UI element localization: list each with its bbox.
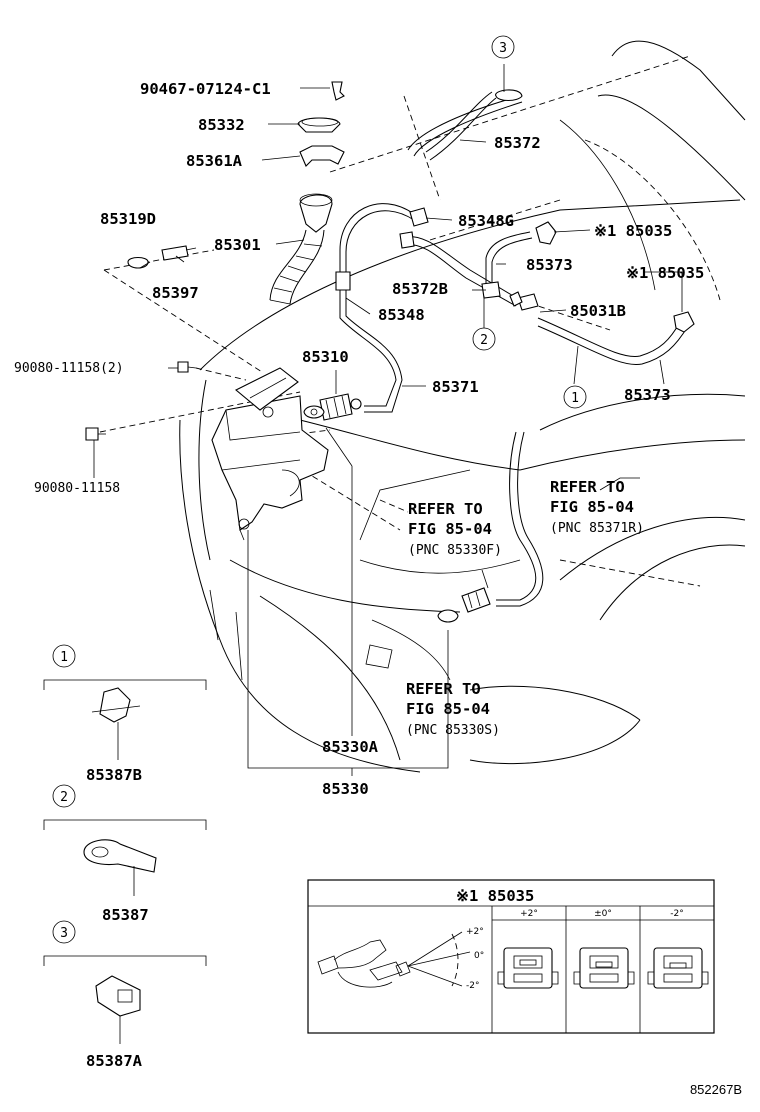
ref-85371r-line1: REFER TO: [550, 478, 625, 496]
label-85031b: 85031B: [570, 302, 626, 320]
legend-3-number: 3: [60, 926, 68, 941]
ref-85330f-line2: FIG 85-04: [408, 520, 492, 538]
label-90080-11158-2: 90080-11158(2): [14, 361, 124, 376]
ref-85330s-line2: FIG 85-04: [406, 700, 490, 718]
ref-85371r-line2: FIG 85-04: [550, 498, 634, 516]
label-85310: 85310: [302, 348, 349, 366]
reference-note-85371r: REFER TO FIG 85-04 (PNC 85371R): [550, 478, 644, 536]
label-85348g: 85348G: [458, 212, 514, 230]
callout-2: 2: [472, 327, 496, 351]
label-85348: 85348: [378, 306, 425, 324]
label-85372b: 85372B: [392, 280, 448, 298]
washer-nozzles: [509, 221, 695, 333]
inset-col-minus2: -2°: [670, 909, 683, 919]
nozzle-angle-inset: ※1 85035 +2° ±0° -2° +2° 0° -2°: [307, 879, 715, 1034]
inset-angle-plus2: +2°: [466, 927, 484, 937]
vehicle-body-outline: [179, 40, 746, 773]
cap-assembly: [297, 81, 345, 167]
reference-note-85330f: REFER TO FIG 85-04 (PNC 85330F): [408, 500, 502, 558]
callout-3: 3: [491, 35, 515, 59]
label-85330a: 85330A: [322, 738, 379, 756]
label-85319d: 85319D: [100, 210, 156, 228]
label-85035-right: ※1 85035: [626, 264, 704, 282]
label-90080-11158: 90080-11158: [34, 481, 120, 496]
legend-item-2: 2 85387: [43, 784, 207, 924]
nozzle-mark-minus2: [647, 947, 709, 989]
filler-neck: [269, 193, 333, 305]
legend-3-part: 85387A: [86, 1052, 143, 1070]
label-85332: 85332: [198, 116, 245, 134]
label-85373-top: 85373: [526, 256, 573, 274]
callout-1-text: 1: [571, 391, 579, 406]
figure-id: 852267B: [690, 1082, 742, 1097]
inset-angle-zero: 0°: [474, 951, 484, 961]
label-85330: 85330: [322, 780, 369, 798]
nozzle-spray-drawing: +2° 0° -2°: [317, 927, 484, 991]
label-85035-top: ※1 85035: [594, 222, 672, 240]
label-85373-bottom: 85373: [624, 386, 671, 404]
legend-item-3: 3 85387A: [43, 920, 207, 1070]
inset-angle-minus2: -2°: [466, 981, 479, 991]
legend-2-part: 85387: [102, 906, 149, 924]
inset-title: ※1 85035: [456, 887, 534, 905]
inset-col-plus2: +2°: [520, 909, 538, 919]
legend-1-part: 85387B: [86, 766, 142, 784]
label-85372: 85372: [494, 134, 541, 152]
nozzle-mark-zero: [573, 947, 635, 989]
label-90467-07124-c1: 90467-07124-C1: [140, 80, 271, 98]
washer-hoses: [335, 89, 689, 607]
washer-pump: [303, 393, 491, 623]
fasteners: [85, 245, 197, 441]
leader-lines: [93, 64, 683, 776]
ref-85371r-line3: (PNC 85371R): [550, 521, 644, 536]
label-85397: 85397: [152, 284, 199, 302]
callout-3-text: 3: [499, 41, 507, 56]
ref-85330s-line1: REFER TO: [406, 680, 481, 698]
legend-2-number: 2: [60, 790, 68, 805]
label-85301: 85301: [214, 236, 261, 254]
ref-85330f-line1: REFER TO: [408, 500, 483, 518]
callout-1: 1: [563, 385, 587, 409]
legend-item-1: 1 85387B: [43, 644, 207, 784]
callout-2-text: 2: [480, 333, 488, 348]
ref-85330f-line3: (PNC 85330F): [408, 543, 502, 558]
inset-col-zero: ±0°: [594, 909, 612, 919]
part-labels: 90467-07124-C1 85332 85361A 85372 85319D…: [14, 80, 704, 798]
label-85371: 85371: [432, 378, 479, 396]
label-85361a: 85361A: [186, 152, 243, 170]
reference-note-85330s: REFER TO FIG 85-04 (PNC 85330S): [406, 680, 500, 738]
legend-1-number: 1: [60, 650, 68, 665]
washer-tank: [211, 367, 329, 541]
nozzle-mark-plus2: [497, 947, 559, 989]
ref-85330s-line3: (PNC 85330S): [406, 723, 500, 738]
